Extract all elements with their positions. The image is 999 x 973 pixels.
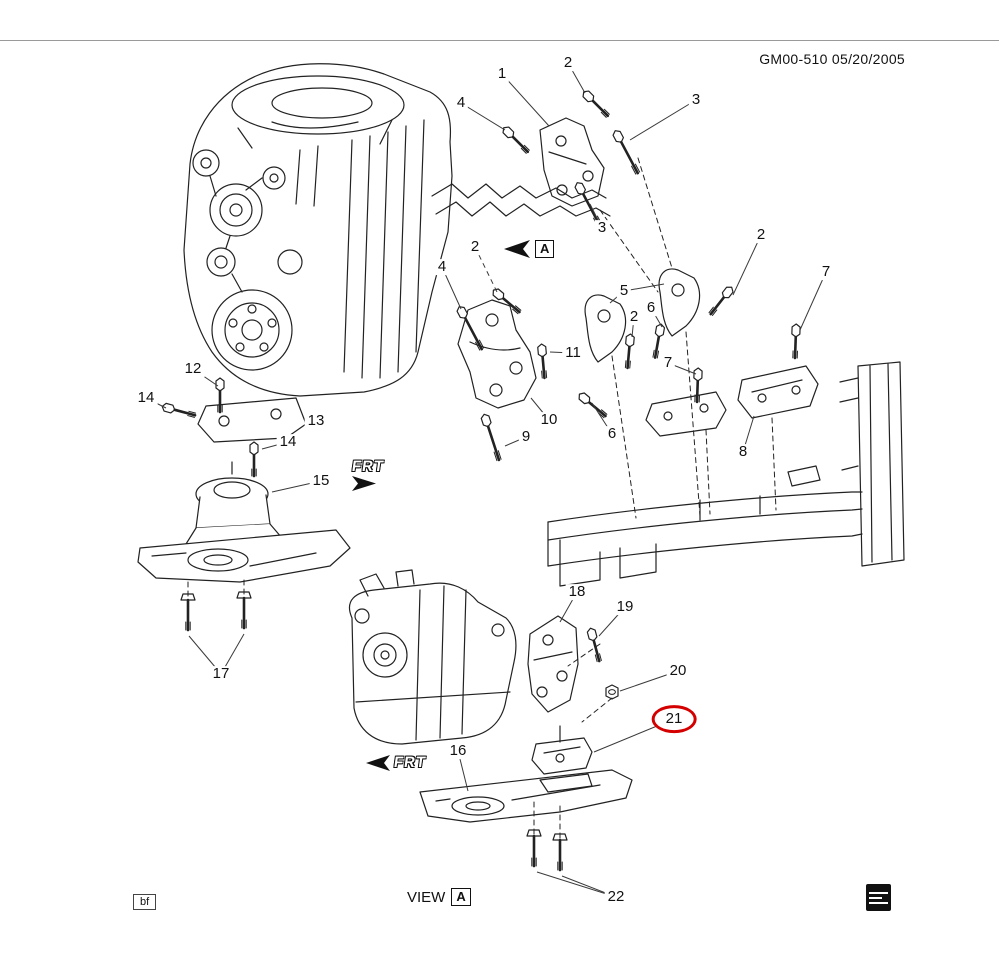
view-word: VIEW xyxy=(407,888,446,906)
part-callout: 18 xyxy=(565,584,589,600)
part-callout: 13 xyxy=(304,413,328,429)
brand-stamp-icon xyxy=(866,884,891,911)
view-footer-label: VIEW A xyxy=(407,888,471,906)
part-callout: 11 xyxy=(562,345,584,361)
part-callout: 2 xyxy=(467,239,483,255)
view-direction-indicator: A xyxy=(504,240,555,258)
plate-code-box: bf xyxy=(133,894,157,910)
part-callout-highlighted: 21 xyxy=(651,705,697,733)
part-callout: 16 xyxy=(446,743,470,759)
part-callout: 12 xyxy=(181,361,205,377)
frt-direction-marker: FRT xyxy=(366,754,427,771)
frt-arrow-icon xyxy=(366,754,390,771)
view-arrow-icon xyxy=(504,240,530,258)
part-callout: 4 xyxy=(434,259,450,275)
part-callout: 8 xyxy=(735,444,751,460)
part-callout: 15 xyxy=(309,473,333,489)
part-callout: 6 xyxy=(643,300,659,316)
part-callout: 3 xyxy=(594,220,610,236)
frt-arrow-icon xyxy=(352,476,376,491)
part-callout: 14 xyxy=(276,434,300,450)
part-callout: 2 xyxy=(560,55,576,71)
view-letter-box: A xyxy=(451,888,471,906)
part-callout: 17 xyxy=(209,666,233,682)
part-callout: 2 xyxy=(753,227,769,243)
part-callout: 7 xyxy=(660,355,676,371)
part-callout: 2 xyxy=(626,309,642,325)
part-callout: 19 xyxy=(613,599,637,615)
document-reference: GM00-510 05/20/2005 xyxy=(759,51,905,67)
part-callout: 1 xyxy=(494,66,510,82)
part-callout: 9 xyxy=(518,429,534,445)
view-letter-box: A xyxy=(535,240,555,258)
top-rule xyxy=(0,40,999,41)
part-callout: 6 xyxy=(604,426,620,442)
part-callout: 14 xyxy=(134,390,158,406)
part-callout: 4 xyxy=(453,95,469,111)
part-callout: 5 xyxy=(616,283,632,299)
part-callout: 7 xyxy=(818,264,834,280)
part-callout: 20 xyxy=(666,663,690,679)
frt-direction-marker: FRT xyxy=(351,458,385,491)
part-callout: 3 xyxy=(688,92,704,108)
part-callout: 10 xyxy=(537,412,561,428)
part-callout: 22 xyxy=(604,889,628,905)
